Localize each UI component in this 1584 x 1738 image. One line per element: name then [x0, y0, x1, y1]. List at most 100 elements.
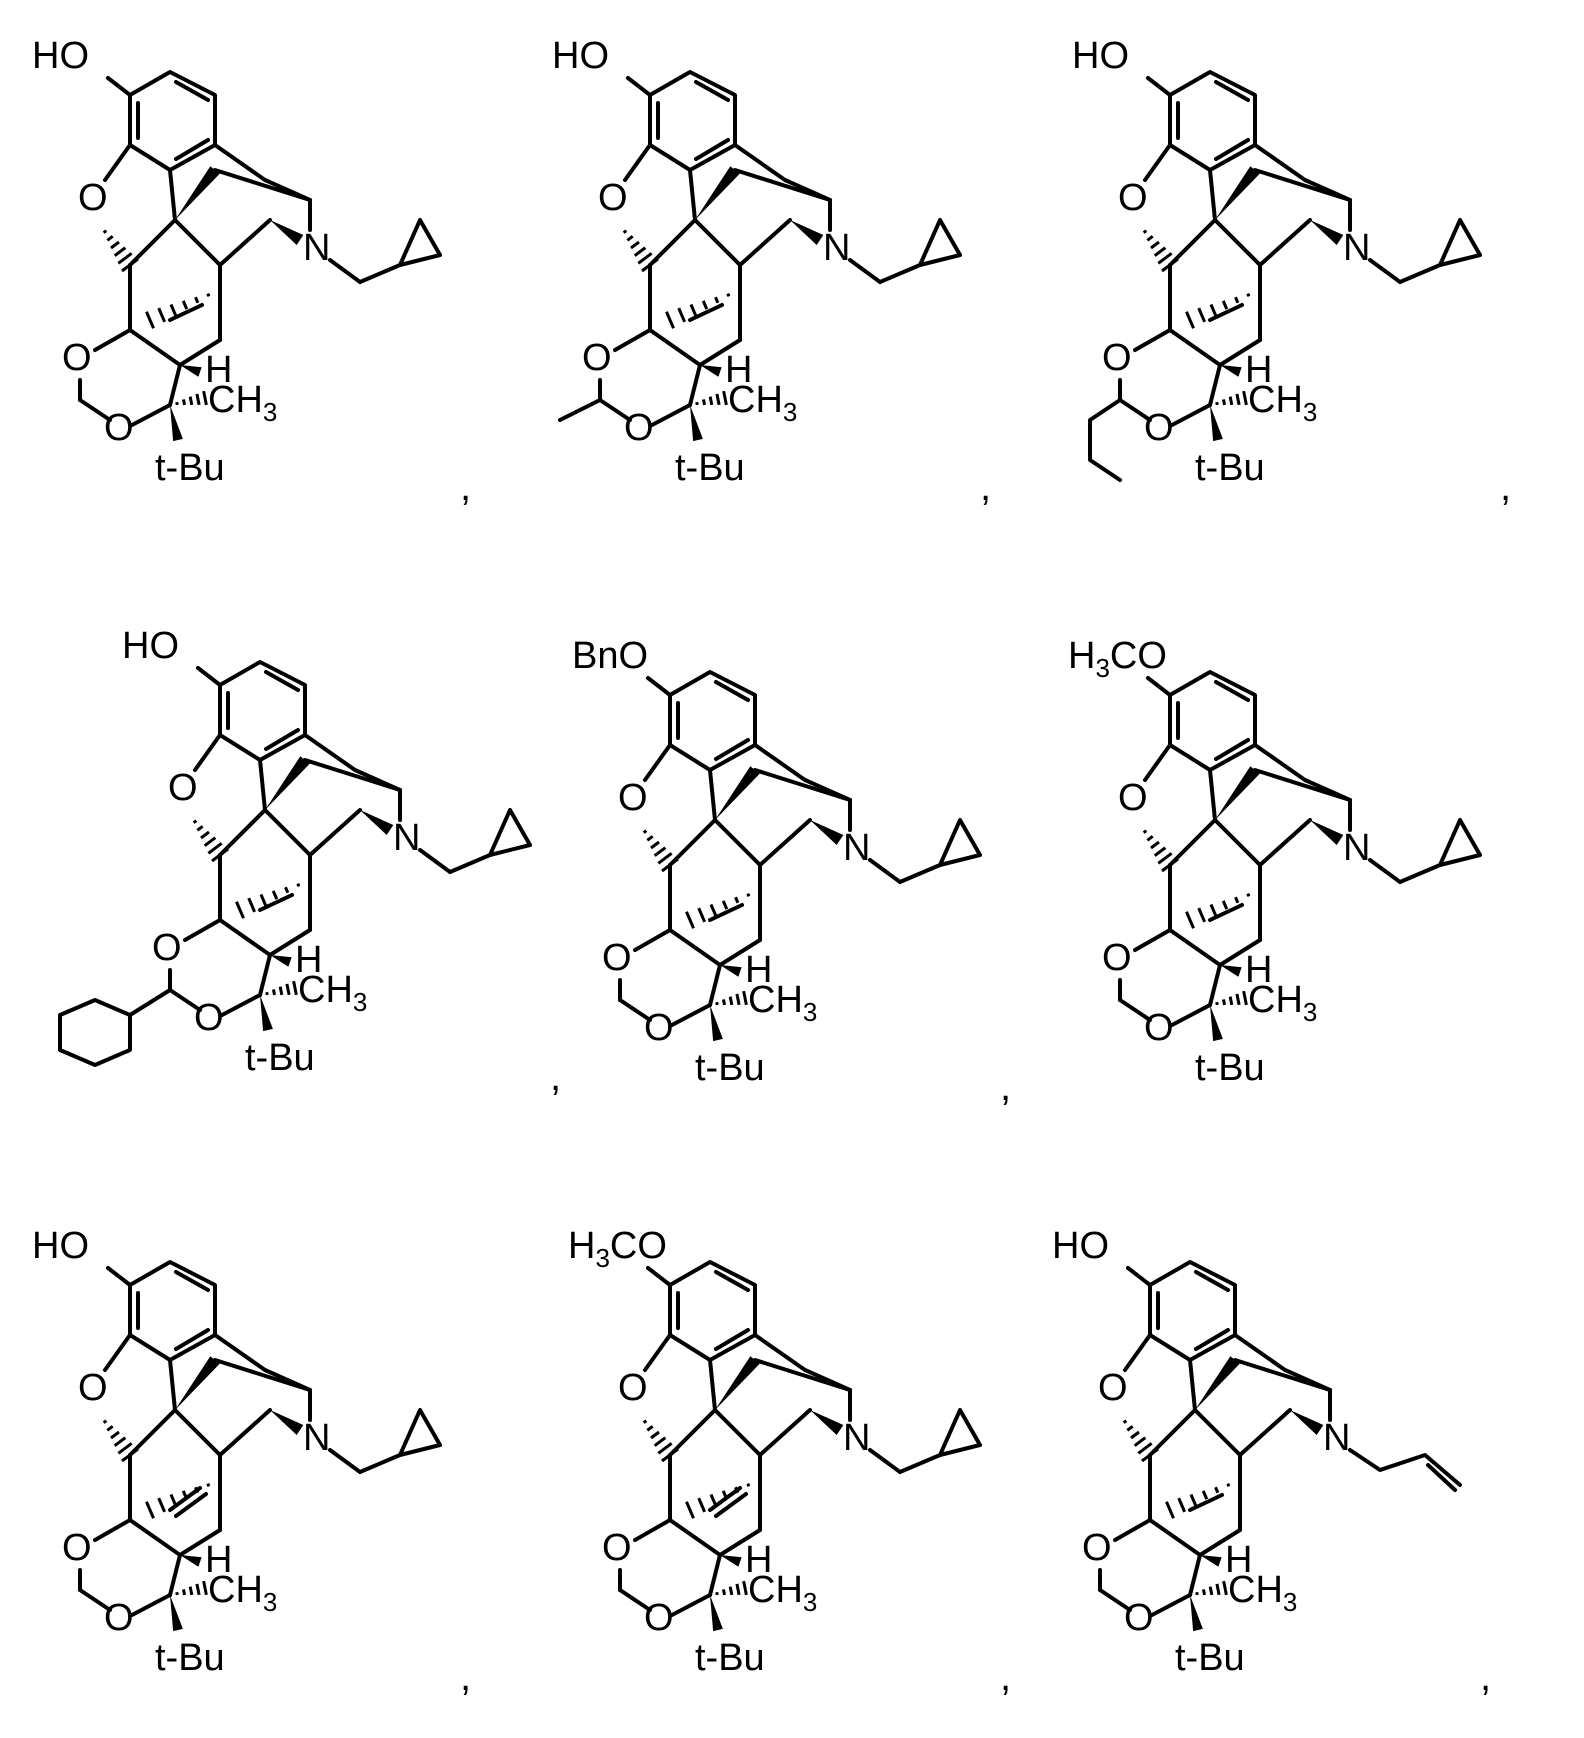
dioxane-bond — [652, 405, 690, 425]
hash-stroke — [107, 1426, 112, 1430]
ring-bond — [130, 1410, 175, 1455]
aromatic-ring — [1170, 72, 1255, 170]
dioxane-oxygen-label: O — [104, 1597, 134, 1639]
dioxane-oxygen-label: O — [602, 1527, 632, 1569]
ring-bond — [670, 820, 715, 865]
hash-stroke — [1203, 1589, 1204, 1594]
acetal-phenyl-bond — [130, 990, 170, 1015]
methyl-label-main: CH — [1248, 379, 1303, 421]
bridge-hashed-bond — [146, 294, 208, 329]
tbu-wedge — [1190, 1595, 1203, 1631]
ring-bond — [265, 810, 310, 855]
hash-stroke — [1124, 1421, 1127, 1423]
nitrogen-label: N — [393, 817, 420, 859]
hash-stroke — [118, 1443, 131, 1453]
hash-stroke — [647, 1426, 652, 1430]
dioxane-bond — [615, 330, 650, 350]
hash-stroke — [679, 308, 685, 322]
n-ch2-bond — [1370, 860, 1400, 882]
ring-bond — [130, 330, 180, 365]
hash-stroke — [1144, 231, 1147, 233]
hash-stroke — [294, 981, 297, 995]
hash-stroke — [267, 992, 268, 995]
dioxane-bond — [1172, 1005, 1210, 1025]
benzylic-bond — [1255, 745, 1305, 780]
structure-4: HOONOOHCH3t-Bu, — [60, 625, 561, 1099]
quaternary-bond — [710, 1360, 715, 1410]
hash-stroke — [104, 231, 107, 233]
furan-oxygen-label: O — [1118, 177, 1148, 219]
hash-stroke — [190, 1587, 192, 1595]
structure-6: H3COONOOHCH3t-Bu — [1068, 635, 1480, 1089]
n-wedge — [270, 220, 303, 245]
hash-stroke — [1228, 1484, 1229, 1487]
hash-stroke — [1155, 248, 1166, 256]
dioxane-oxygen-label: O — [644, 1597, 674, 1639]
methyl-label-main: CH — [208, 379, 263, 421]
hash-stroke — [1158, 253, 1171, 263]
dioxane-bond — [170, 365, 180, 405]
ring-bond — [175, 1410, 220, 1455]
hash-stroke — [104, 1421, 107, 1423]
hash-stroke — [715, 297, 717, 303]
cyclopropyl-ring — [490, 810, 530, 855]
hash-stroke — [118, 253, 131, 263]
benzylic-bond — [735, 145, 785, 180]
n-wedge — [810, 1410, 843, 1435]
hash-stroke — [1199, 308, 1205, 322]
methyl-label-main: CH — [298, 969, 353, 1011]
ring-bond — [670, 1410, 715, 1455]
hash-stroke — [298, 884, 299, 887]
h-wedge — [180, 1555, 202, 1567]
h-wedge — [1200, 1555, 1222, 1567]
acetal-propyl — [1090, 400, 1120, 480]
hash-stroke — [1244, 391, 1247, 405]
bridge-wedge — [715, 766, 760, 820]
nitrogen-label: N — [1323, 1417, 1350, 1459]
hash-stroke — [651, 1432, 659, 1438]
cyclopropyl-ring — [1440, 820, 1480, 865]
dioxane-oxygen-label: O — [104, 407, 134, 449]
hash-stroke — [697, 402, 698, 405]
nitrogen-label: N — [843, 1417, 870, 1459]
ring-bond — [220, 220, 270, 265]
aromatic-ring — [1150, 1262, 1235, 1360]
n-ch2-bond — [1370, 260, 1400, 282]
hash-stroke — [261, 894, 266, 905]
hash-stroke — [703, 399, 704, 404]
phenol-label-sub: 3 — [1095, 653, 1109, 683]
dioxane-bond — [635, 1520, 670, 1540]
phenol-bond — [1148, 678, 1170, 695]
phenol-bond — [108, 78, 130, 95]
structure-5: BnOONOOHCH3t-Bu, — [572, 635, 1011, 1109]
ring-bond — [760, 1410, 810, 1455]
hash-stroke — [287, 984, 289, 995]
phenol-label: HO — [32, 35, 89, 77]
dioxane-bond — [95, 1520, 130, 1540]
hash-stroke — [1144, 831, 1147, 833]
ring-bond — [760, 820, 810, 865]
hash-stroke — [177, 1592, 178, 1595]
hash-stroke — [236, 902, 243, 919]
hash-stroke — [711, 1494, 716, 1505]
cyclopropyl-ring — [400, 220, 440, 265]
hash-stroke — [1186, 912, 1193, 929]
n-ch2-bond — [360, 1455, 400, 1472]
dioxane-oxygen-label: O — [1144, 407, 1174, 449]
methyl-label: CH3 — [208, 1569, 277, 1617]
dioxane-oxygen-label: O — [644, 1007, 674, 1049]
dioxane-oxygen-label: O — [1102, 337, 1132, 379]
bridge-hashed-bond — [666, 294, 728, 329]
phenol-bond — [198, 668, 220, 685]
ring-bond — [1260, 220, 1310, 265]
hash-stroke — [1203, 1491, 1207, 1499]
methyl-label: CH3 — [1248, 979, 1317, 1027]
furan-bond — [1145, 145, 1170, 180]
phenol-label: HO — [1072, 35, 1129, 77]
tbu-label: t-Bu — [155, 447, 225, 489]
hash-stroke — [666, 312, 673, 329]
tbu-label: t-Bu — [1195, 447, 1265, 489]
separator-comma: , — [460, 465, 471, 509]
hash-stroke — [249, 898, 255, 912]
